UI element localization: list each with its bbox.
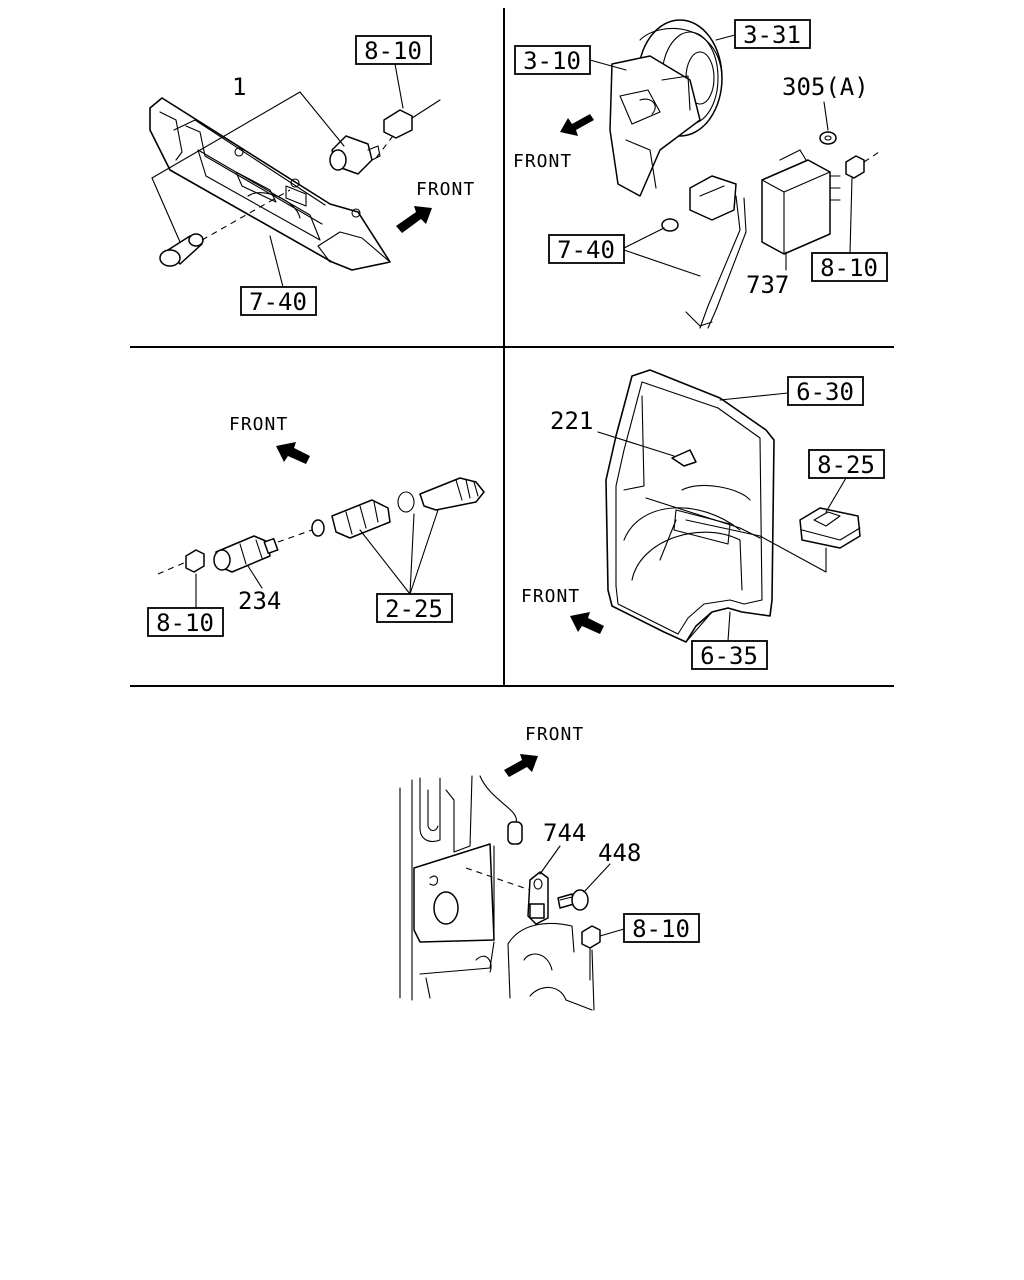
sensor-adapter-parts <box>311 477 485 539</box>
ref-box-6-30: 6-30 <box>787 376 864 406</box>
ref-box-6-35: 6-35 <box>691 640 768 670</box>
connector-drawing-top-left <box>201 99 441 241</box>
ref-box-8-25: 8-25 <box>808 449 885 479</box>
ref-box-3-10: 3-10 <box>514 45 591 75</box>
svg-text:8-10: 8-10 <box>156 609 214 637</box>
dashboard-bezel-drawing <box>149 97 391 271</box>
part-label-221: 221 <box>550 407 593 435</box>
svg-text:7-40: 7-40 <box>557 236 615 264</box>
svg-text:8-25: 8-25 <box>817 451 875 479</box>
front-arrow-icon <box>570 612 604 634</box>
ref-box-8-10-top-right: 8-10 <box>811 252 888 282</box>
front-label: FRONT <box>416 179 475 200</box>
front-label: FRONT <box>513 151 572 172</box>
connector-drawing-top-right <box>845 149 883 179</box>
svg-text:6-30: 6-30 <box>796 378 854 406</box>
ref-box-8-10-top-left: 8-10 <box>355 35 432 65</box>
leader-lines-top-left <box>151 63 404 288</box>
front-arrow-icon <box>560 114 594 136</box>
panel-top-left: 1 8-10 7-40 FRONT <box>149 35 475 316</box>
panel-grid <box>130 8 894 687</box>
svg-text:8-10: 8-10 <box>632 915 690 943</box>
panel-middle-right: 221 6-30 8-25 6-35 FRONT <box>521 369 885 670</box>
connector-drawing-bottom <box>581 925 601 981</box>
door-drawing <box>605 369 775 643</box>
front-arrow-icon <box>396 206 432 233</box>
svg-text:8-10: 8-10 <box>364 37 422 65</box>
front-label: FRONT <box>229 414 288 435</box>
ref-box-8-10-bottom: 8-10 <box>623 913 700 943</box>
svg-text:8-10: 8-10 <box>820 254 878 282</box>
svg-text:2-25: 2-25 <box>385 595 443 623</box>
control-unit-737 <box>761 131 841 255</box>
ref-box-2-25: 2-25 <box>376 593 453 623</box>
switch-part-1 <box>329 135 381 175</box>
leader-lines-top-right <box>589 34 853 277</box>
ref-box-8-10-middle-left: 8-10 <box>147 607 224 637</box>
front-label: FRONT <box>521 586 580 607</box>
sensor-part-744 <box>527 871 549 925</box>
front-label: FRONT <box>525 724 584 745</box>
svg-text:7-40: 7-40 <box>249 288 307 316</box>
connector-drawing-middle-left <box>157 549 205 575</box>
part-label-744: 744 <box>543 819 586 847</box>
leader-lines-middle-right <box>597 392 847 642</box>
front-indicator-bottom: FRONT <box>504 724 584 777</box>
svg-text:3-31: 3-31 <box>743 21 801 49</box>
front-indicator-middle-right: FRONT <box>521 586 604 634</box>
part-label-234: 234 <box>238 587 281 615</box>
front-arrow-icon <box>504 754 538 777</box>
bolt-part-448 <box>557 889 589 911</box>
socket-part-1 <box>159 233 204 267</box>
part-label-737: 737 <box>746 271 789 299</box>
svg-text:3-10: 3-10 <box>523 47 581 75</box>
ref-box-7-40-top-left: 7-40 <box>240 286 317 316</box>
ref-box-3-31: 3-31 <box>734 19 811 49</box>
window-switch-drawing <box>799 507 861 549</box>
front-indicator-top-left: FRONT <box>396 179 475 233</box>
sensor-part-234 <box>213 529 313 573</box>
frame-drawing <box>399 775 595 1011</box>
leader-lines-bottom <box>539 845 625 937</box>
ref-box-7-40-top-right: 7-40 <box>548 234 625 264</box>
panel-middle-left: FRONT <box>147 414 485 637</box>
front-indicator-top-right: FRONT <box>513 114 594 172</box>
part-label-1: 1 <box>232 73 246 101</box>
brake-booster-drawing <box>609 19 747 329</box>
front-arrow-icon <box>276 442 310 464</box>
svg-text:6-35: 6-35 <box>700 642 758 670</box>
front-indicator-middle-left: FRONT <box>229 414 310 464</box>
panel-top-right: 305(A) 737 3-31 3-10 7-40 8-10 FRONT <box>513 19 888 329</box>
part-label-448: 448 <box>598 839 641 867</box>
panel-bottom: FRONT <box>399 724 700 1011</box>
part-label-305a: 305(A) <box>782 73 869 101</box>
